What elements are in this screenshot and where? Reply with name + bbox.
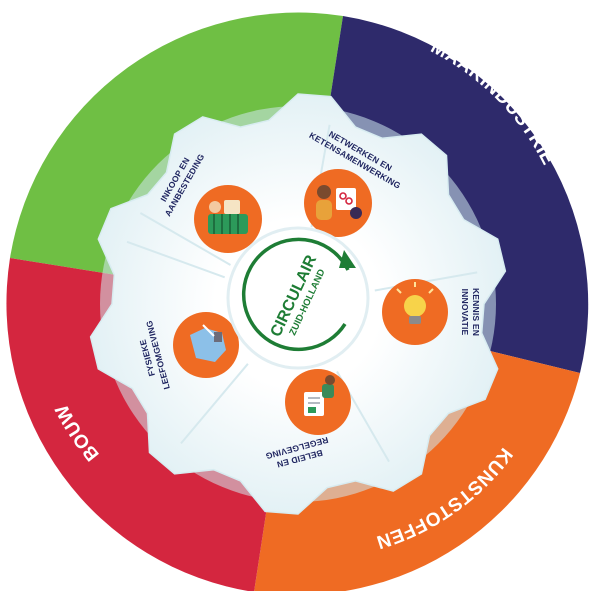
province-map-icon (190, 324, 226, 362)
circular-arrow-icon (241, 237, 356, 352)
spoke-kennis[interactable] (382, 279, 448, 345)
spoke-label-line1: KENNIS EN (471, 288, 481, 336)
gear-divider (139, 212, 231, 266)
light-bulb-icon (396, 282, 434, 324)
gear-divider (180, 363, 249, 445)
shopping-basket-icon (208, 200, 248, 234)
spoke-netwerken[interactable] (304, 169, 372, 237)
policy-document-icon (304, 375, 335, 416)
people-network-icon (316, 185, 362, 220)
spoke-label-line2: INNOVATIE (460, 289, 470, 336)
spoke-beleid[interactable] (285, 369, 351, 435)
gear-divider (126, 240, 226, 279)
spoke-inkoop[interactable] (194, 185, 262, 253)
hub: CIRCULAIR ZUID-HOLLAND (226, 226, 370, 370)
spoke-leefomgeving[interactable] (173, 312, 239, 378)
